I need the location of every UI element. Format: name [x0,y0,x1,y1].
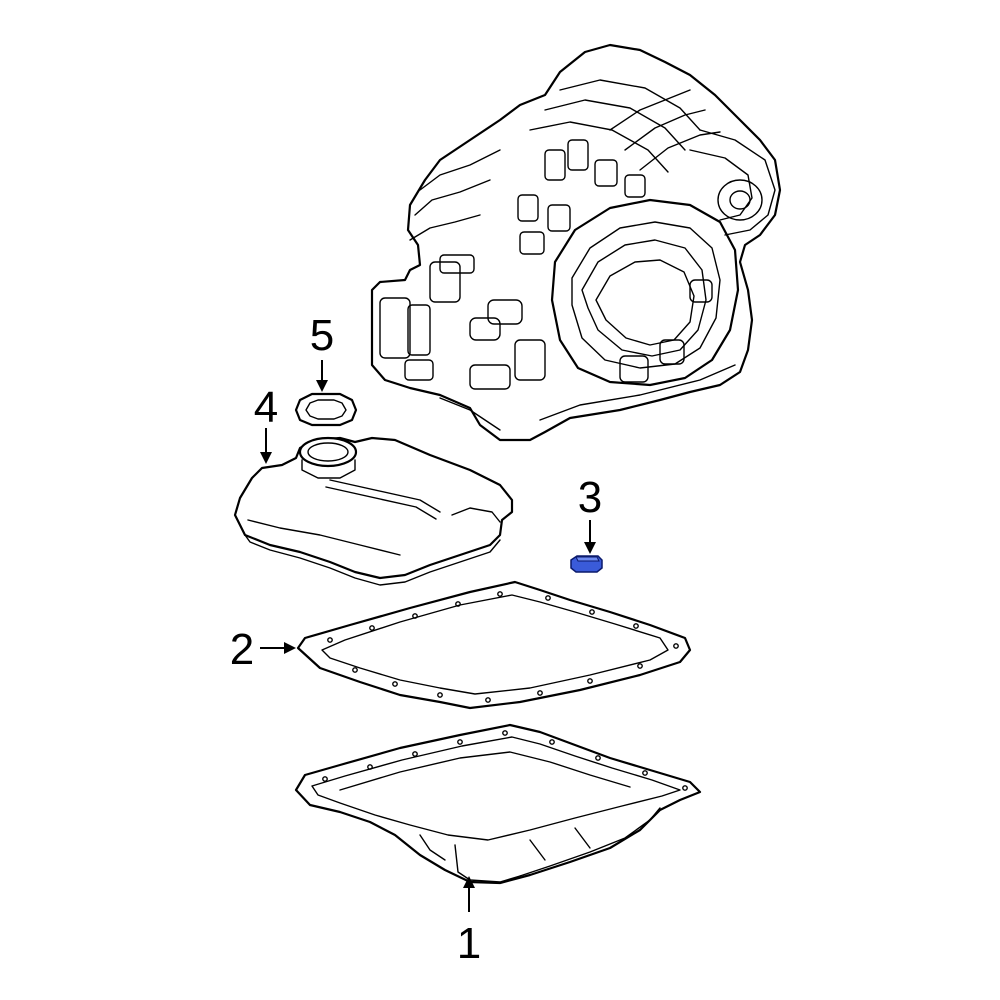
part-1-oil-pan [294,723,702,885]
gasket-bolt-holes [327,591,679,703]
callout-2: 2 [230,625,254,674]
transmission-housing [370,43,782,442]
callout-3: 3 [578,473,602,522]
callout-arrows [260,360,596,912]
part-2-pan-gasket [296,580,692,710]
callout-labels: 5 4 3 2 1 [230,311,602,968]
part-4-filter [233,436,514,586]
part-5-ring-gasket [294,392,358,427]
callout-1: 1 [457,919,481,968]
callout-5: 5 [310,311,334,360]
part-3-highlighted-part [570,555,603,573]
pan-bolt-holes [322,730,688,791]
callout-4: 4 [254,383,278,432]
